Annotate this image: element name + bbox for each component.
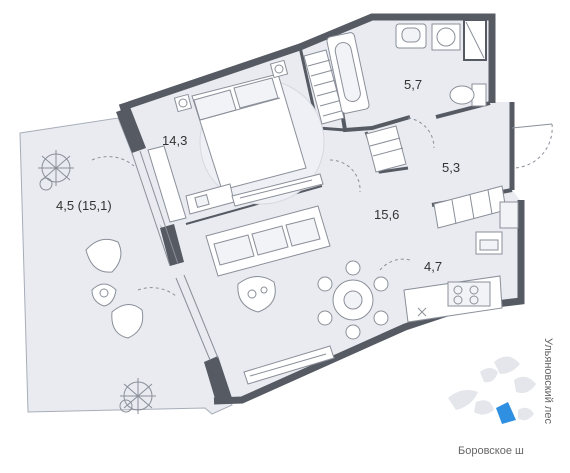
kitchen-area-label: 4,7: [424, 259, 442, 274]
orientation-map: [448, 356, 536, 424]
bedroom-wall: [185, 185, 323, 225]
bathroom-area-label: 5,7: [404, 77, 422, 92]
nightstand-left: [173, 93, 193, 113]
armchair-bottom: [111, 304, 144, 339]
outer-wall: [118, 13, 496, 112]
sofa: [205, 205, 331, 277]
boiler: [499, 201, 519, 229]
plant-top: [38, 150, 74, 191]
balcony-area-label: 4,5 (15,1): [56, 198, 112, 213]
kitchen-counter: [403, 275, 503, 323]
plant-bottom: [119, 378, 156, 414]
wall-pier-bottom: [204, 356, 232, 402]
coffee-table: [237, 276, 276, 313]
armchair-top: [85, 238, 122, 273]
street-label-vertical: Ульяновский лес: [542, 338, 554, 424]
closet: [303, 49, 346, 125]
balcony-floor: [19, 117, 233, 415]
bedroom-area-label: 14,3: [162, 133, 187, 148]
toilet: [449, 83, 487, 107]
balcony-table: [91, 283, 117, 307]
location-marker: [496, 402, 516, 424]
street-label-horizontal: Боровское ш: [458, 445, 524, 457]
wall-pier-top: [116, 107, 146, 153]
living-area-label: 15,6: [374, 207, 399, 222]
hall-closet: [365, 125, 407, 173]
nightstand-right: [269, 59, 289, 79]
hall-area-label: 5,3: [442, 160, 460, 175]
